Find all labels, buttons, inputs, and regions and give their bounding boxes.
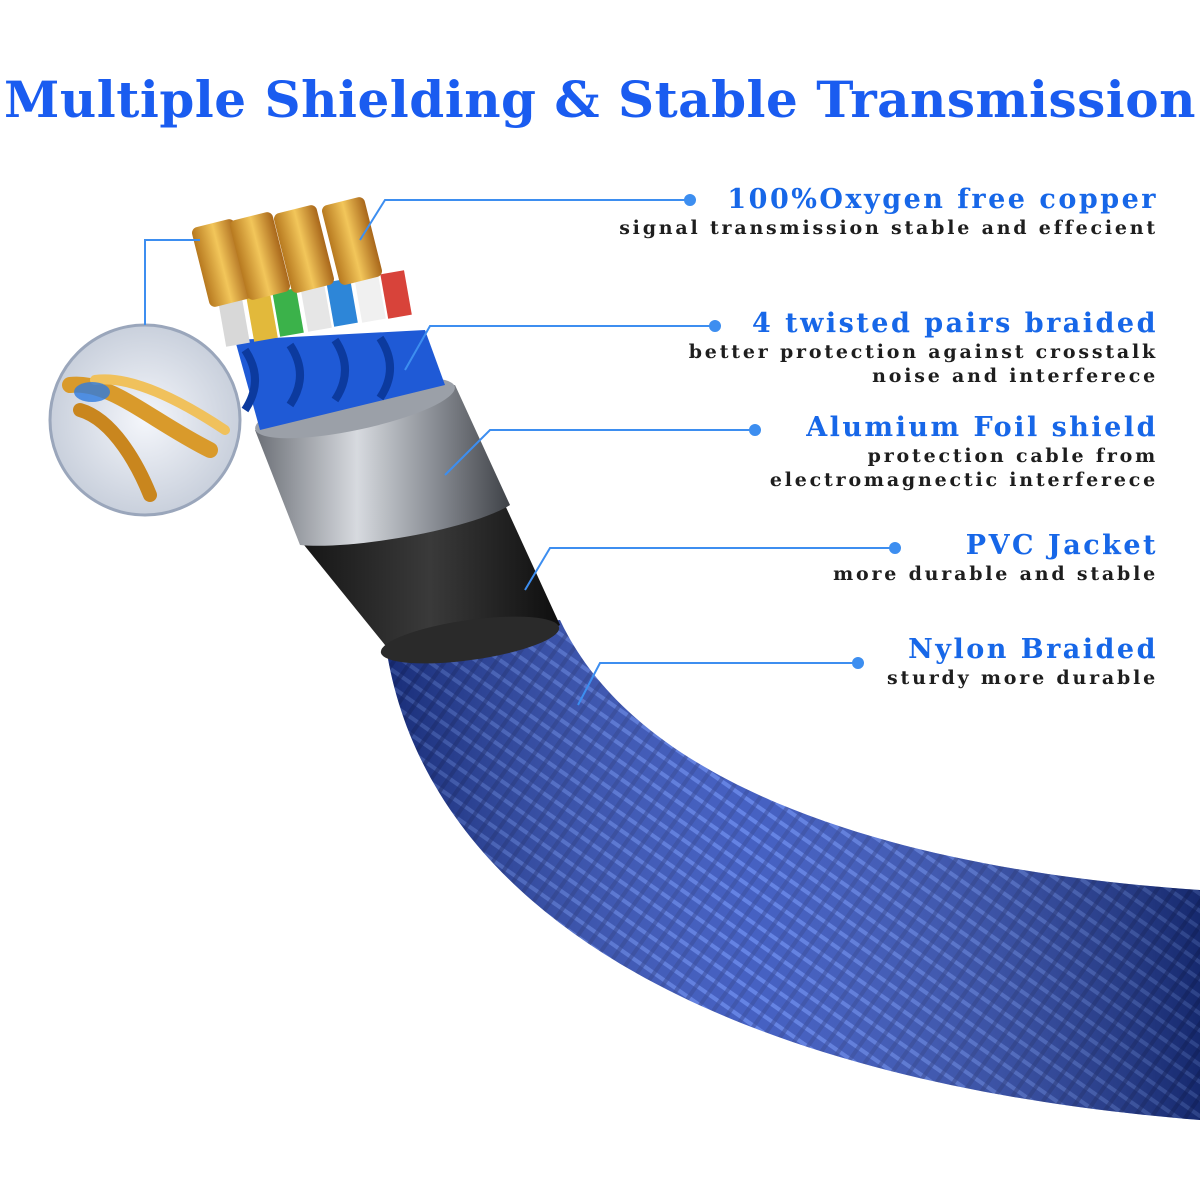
feature-copper-desc: signal transmission stable and effecient <box>619 217 1158 239</box>
feature-braid-desc: sturdy more durable <box>887 667 1158 689</box>
copper-strands-inset-icon <box>48 323 242 517</box>
leader-line-copper <box>359 199 690 241</box>
wire-insulation-icon <box>218 270 412 347</box>
feature-foil-desc-1: protection cable from <box>867 445 1158 467</box>
feature-copper-title: 100%Oxygen free copper <box>727 184 1158 215</box>
feature-jacket-title: PVC Jacket <box>965 530 1158 561</box>
feature-jacket: PVC Jacket more durable and stable <box>833 530 1158 586</box>
twisted-pairs-icon <box>235 330 445 430</box>
feature-foil-title: Alumium Foil shield <box>806 412 1158 443</box>
feature-twisted-pairs: 4 twisted pairs braided better protectio… <box>689 308 1158 388</box>
leader-line-foil <box>444 429 755 476</box>
feature-foil: Alumium Foil shield protection cable fro… <box>770 412 1158 492</box>
leader-line-braid <box>577 662 858 706</box>
feature-braid: Nylon Braided sturdy more durable <box>887 634 1158 690</box>
page-title: Multiple Shielding & Stable Transmission <box>4 70 1196 129</box>
feature-braid-title: Nylon Braided <box>908 634 1158 665</box>
copper-conductor-icon <box>192 197 382 307</box>
feature-jacket-desc: more durable and stable <box>833 563 1158 585</box>
leader-line-inset <box>144 239 200 325</box>
leader-line-pairs <box>404 325 715 371</box>
feature-copper: 100%Oxygen free copper signal transmissi… <box>619 184 1158 240</box>
feature-twisted-pairs-desc-2: noise and interferece <box>872 365 1158 387</box>
feature-twisted-pairs-title: 4 twisted pairs braided <box>751 308 1158 339</box>
feature-foil-desc-2: electromagnectic interferece <box>769 469 1158 491</box>
leader-line-jacket <box>524 547 895 591</box>
feature-twisted-pairs-desc-1: better protection against crosstalk <box>688 341 1158 363</box>
